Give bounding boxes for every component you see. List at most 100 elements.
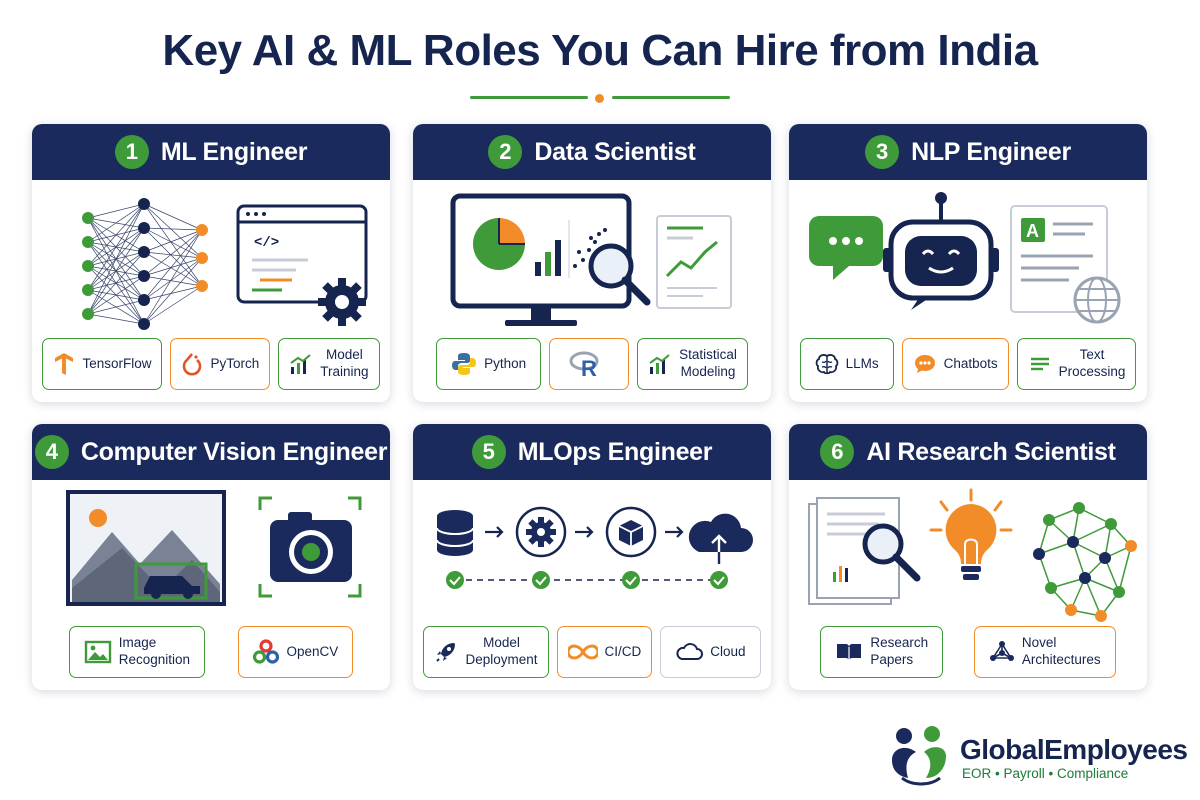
role-card-mlops-engineer: 5 MLOps Engineer — [413, 424, 771, 690]
title-rule-left — [470, 96, 588, 99]
role-number-badge: 5 — [471, 435, 506, 469]
role-title: NLP Engineer — [911, 137, 1071, 166]
role-number-badge: 4 — [34, 435, 69, 469]
skill-chips: Image Recognition OpenCV — [42, 626, 380, 678]
monitor-icon — [450, 193, 632, 326]
checkmark-icon — [622, 571, 640, 589]
lightbulb-icon — [929, 488, 1013, 580]
skill-chip-statistical-modeling: Statistical Modeling — [637, 338, 748, 390]
skill-chip-opencv: OpenCV — [238, 626, 354, 678]
book-icon — [835, 641, 863, 663]
neuron-node — [138, 222, 150, 234]
rocket-icon — [434, 640, 458, 664]
neuron-node — [138, 246, 150, 258]
graph-node — [1125, 540, 1137, 552]
neuron-node — [138, 270, 150, 282]
skill-chip-text-processing: Text Processing — [1016, 338, 1137, 390]
role-number-badge: 2 — [488, 135, 523, 169]
skill-chips: Research Papers Novel Architectures — [799, 626, 1137, 678]
skill-chips: LLMs Chatbots Text Processing — [799, 338, 1137, 390]
skill-chip-research-papers: Research Papers — [820, 626, 944, 678]
role-title: MLOps Engineer — [517, 437, 713, 466]
skill-chip-tensorflow: TensorFlow — [42, 338, 163, 390]
title-dot — [595, 94, 604, 103]
role-title: ML Engineer — [160, 137, 308, 166]
gear-icon — [318, 278, 366, 326]
role-card-ml-engineer: 1 ML Engineer </> — [32, 124, 390, 402]
arrow-icon — [485, 526, 504, 538]
skill-chip-cloud: Cloud — [660, 626, 761, 678]
neuron-node — [82, 284, 94, 296]
neuron-node — [82, 236, 94, 248]
checkmark-icon — [710, 571, 728, 589]
chat-bubble-icon — [913, 353, 937, 375]
neural-network-icon — [87, 203, 203, 325]
globe-icon — [1073, 276, 1121, 324]
cloud-upload-icon — [688, 513, 753, 564]
skill-chips: Python R Statistical Modeling — [423, 338, 761, 390]
chart-up-icon — [648, 353, 672, 375]
network-icon — [989, 640, 1015, 664]
arrow-icon — [575, 526, 594, 538]
card-header: 5 MLOps Engineer — [413, 424, 771, 480]
title-rule-right — [612, 96, 730, 99]
graph-node — [1095, 610, 1107, 622]
neuron-node — [82, 260, 94, 272]
neuron-node — [138, 318, 150, 330]
svg-text:A: A — [1026, 221, 1039, 241]
skill-chip-model-deployment: Model Deployment — [423, 626, 549, 678]
camera-icon — [258, 496, 362, 598]
image-icon — [84, 640, 112, 664]
illustration: A — [789, 180, 1147, 340]
card-header: 4 Computer Vision Engineer — [32, 424, 390, 480]
magnifier-icon — [588, 243, 651, 306]
package-icon — [605, 506, 657, 558]
arrow-icon — [665, 526, 684, 538]
role-number-badge: 3 — [865, 135, 900, 169]
neuron-node — [82, 308, 94, 320]
role-card-computer-vision-engineer: 4 Computer Vision Engineer — [32, 424, 390, 690]
role-title: AI Research Scientist — [866, 437, 1116, 466]
robot-icon — [883, 192, 999, 310]
neuron-node — [138, 198, 150, 210]
code-window-icon: </> — [236, 204, 368, 304]
illustration — [32, 480, 390, 640]
card-header: 3 NLP Engineer — [789, 124, 1147, 180]
graph-node — [1033, 548, 1045, 560]
neuron-node — [196, 224, 208, 236]
neuron-node — [82, 212, 94, 224]
landscape-image-icon — [66, 490, 226, 606]
neuron-node — [196, 252, 208, 264]
illustration — [789, 480, 1147, 640]
role-card-data-scientist: 2 Data Scientist — [413, 124, 771, 402]
text-lines-icon — [1028, 354, 1052, 374]
svg-text:</>: </> — [254, 235, 279, 251]
brand-tagline: EOR • Payroll • Compliance — [962, 766, 1129, 781]
graph-node — [1113, 586, 1125, 598]
infinity-icon — [567, 643, 598, 661]
brand-name: GlobalEmployees — [960, 734, 1188, 765]
skill-chip-image-recognition: Image Recognition — [68, 626, 206, 678]
chart-up-icon — [289, 353, 313, 375]
python-icon — [451, 351, 477, 377]
graph-node — [1045, 582, 1057, 594]
graph-node — [1067, 536, 1079, 548]
checkmark-icon — [532, 571, 550, 589]
graph-node — [1099, 552, 1111, 564]
skill-chips: Model Deployment CI/CD Cloud — [423, 626, 761, 678]
r-lang-icon: R — [569, 349, 603, 379]
graph-node — [1105, 518, 1117, 530]
neuron-node — [196, 280, 208, 292]
graph-node — [1043, 514, 1055, 526]
graph-node — [1065, 604, 1077, 616]
report-chart-icon — [656, 215, 732, 309]
skill-chip-pytorch: PyTorch — [170, 338, 271, 390]
role-title: Computer Vision Engineer — [80, 437, 388, 466]
car-icon — [144, 576, 200, 599]
skill-chips: TensorFlow PyTorch Model Training — [42, 338, 380, 390]
skill-chip-model-training: Model Training — [278, 338, 380, 390]
role-card-nlp-engineer: 3 NLP Engineer A — [789, 124, 1147, 402]
opencv-icon — [253, 639, 280, 665]
illustration — [413, 480, 771, 640]
cloud-icon — [675, 642, 704, 662]
